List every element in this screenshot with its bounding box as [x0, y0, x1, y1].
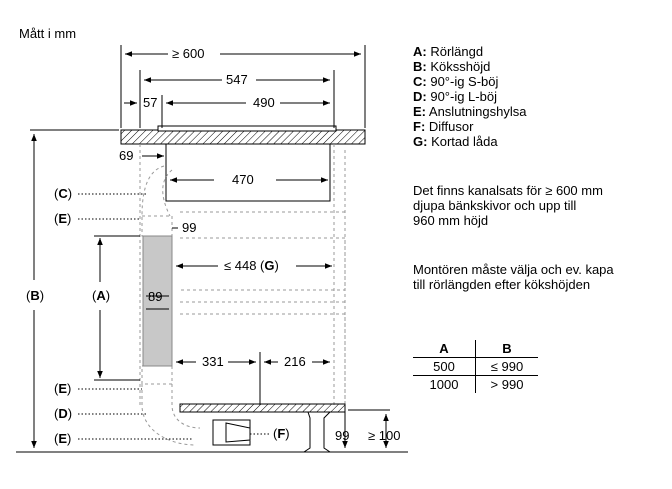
legend-item-c: C: 90°-ig S-böj — [413, 74, 499, 89]
callout-e1: (E) — [54, 211, 71, 226]
cabinet-foot — [302, 411, 332, 453]
legend-item-a: A: Rörlängd — [413, 44, 484, 59]
diffuser — [212, 419, 251, 446]
dim-448: ≤ 448 (G) — [224, 258, 279, 273]
connection-sleeve-top — [141, 215, 173, 237]
dim-600: ≥ 600 — [172, 46, 204, 61]
dim-99-bottom: 99 — [335, 428, 349, 443]
callout-f: (F) — [273, 426, 290, 441]
table-header: B — [475, 340, 538, 358]
table-cell: 500 — [413, 357, 476, 376]
countertop — [120, 129, 366, 145]
table-cell: > 990 — [490, 377, 524, 392]
legend-item-g: G: Kortad låda — [413, 134, 498, 149]
note-duct-kit: Det finns kanalsats för ≥ 600 mm djupa b… — [413, 183, 603, 228]
dim-69: 69 — [119, 148, 133, 163]
legend-item-e: E: Anslutningshylsa — [413, 104, 527, 119]
dim-216: 216 — [284, 354, 306, 369]
dim-57: 57 — [143, 95, 157, 110]
cooktop-glass — [157, 125, 337, 132]
cabinet-outline — [139, 144, 346, 408]
legend-item-b: B: Köksshöjd — [413, 59, 491, 74]
callout-b: (B) — [26, 288, 44, 303]
duct-pipe — [142, 235, 173, 367]
length-height-table: A B 500 ≤ 990 1000 > 990 — [413, 340, 538, 393]
callout-e3: (E) — [54, 431, 71, 446]
callout-c: (C) — [54, 186, 72, 201]
callout-e2: (E) — [54, 381, 71, 396]
bottom-shelf — [179, 403, 346, 413]
dim-89: 89 — [148, 289, 162, 304]
dim-100: ≥ 100 — [368, 428, 400, 443]
dim-490: 490 — [253, 95, 275, 110]
connection-sleeve-mid — [141, 365, 173, 385]
duct-l-bend — [141, 384, 201, 446]
callout-d: (D) — [54, 406, 72, 421]
table-row: 500 ≤ 990 — [413, 357, 538, 376]
table-cell: 1000 — [413, 375, 476, 393]
legend-item-f: F: Diffusor — [413, 119, 474, 134]
dim-547: 547 — [226, 72, 248, 87]
legend: A: Rörlängd B: Köksshöjd C: 90°-ig S-böj… — [413, 44, 526, 149]
legend-item-d: D: 90°-ig L-böj — [413, 89, 497, 104]
duct-s-bend — [141, 165, 173, 217]
units-label: Mått i mm — [19, 26, 76, 41]
table-row: 1000 > 990 — [413, 375, 538, 393]
callout-a: (A) — [92, 288, 110, 303]
dim-331: 331 — [202, 354, 224, 369]
note-installer: Montören måste välja och ev. kapa till r… — [413, 262, 614, 292]
table-cell: ≤ 990 — [475, 357, 538, 376]
dim-99-top: 99 — [182, 220, 196, 235]
table-header: A — [413, 340, 476, 358]
dim-470: 470 — [232, 172, 254, 187]
cooktop-unit — [165, 143, 331, 202]
